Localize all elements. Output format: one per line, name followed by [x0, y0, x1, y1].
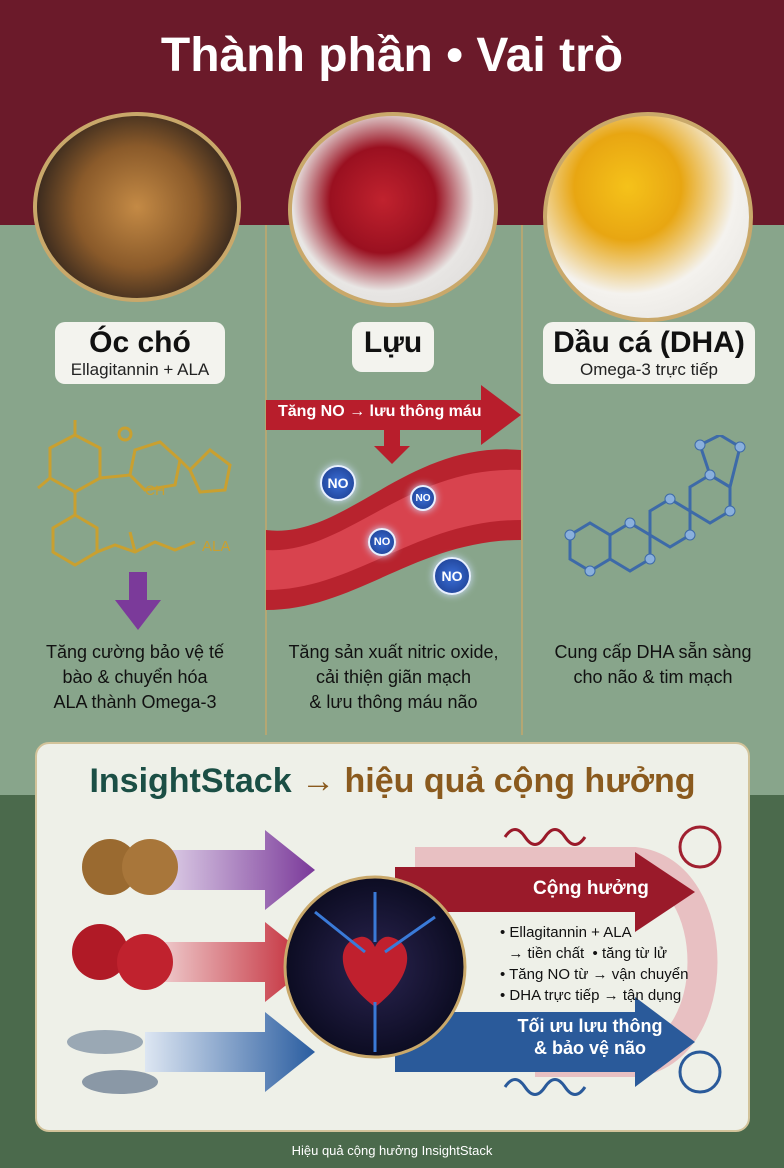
pomegranate-label: Lựu [352, 322, 434, 372]
ingredient-subtitle: Ellagitannin + ALA [70, 360, 210, 379]
synergy-diagram [67, 825, 722, 1096]
pomegranate-description: Tăng sản xuất nitric oxide, cải thiện gi… [266, 640, 521, 715]
wave-icon [503, 1078, 587, 1096]
desc-line: Tăng sản xuất nitric oxide, [288, 642, 499, 662]
no-badge: NO [320, 465, 356, 501]
bullet: → tiền chất • tăng từ lử [500, 945, 668, 962]
bullet: • Tăng NO từ → vận chuyển [500, 966, 689, 983]
desc-line: Cung cấp DHA sẵn sàng [554, 642, 752, 662]
mitochondria-icon [678, 1050, 722, 1094]
brand-name: InsightStack [89, 762, 292, 800]
column-divider [521, 225, 523, 735]
desc-line: bào & chuyển hóa [62, 667, 208, 687]
desc-line: Tăng cường bảo vệ tế [46, 642, 224, 662]
down-arrow-icon [115, 572, 161, 630]
pomegranate-flow-arrow [145, 922, 315, 1002]
fish-oil-label: Dầu cá (DHA) Omega-3 trực tiếp [543, 322, 755, 384]
dha-molecule-icon [564, 435, 746, 577]
synergy-bullets: • Ellagitannin + ALA → tiền chất • tăng … [500, 922, 688, 1006]
caption: Hiệu quả cộng hưởng InsightStack [291, 1143, 493, 1158]
ala-molecule-icon: ALA CH [37, 420, 232, 567]
no-badge: NO [368, 528, 396, 556]
panel-subtitle: hiệu quả cộng hưởng [344, 762, 696, 800]
walnut-label: Óc chó Ellagitannin + ALA [55, 322, 225, 384]
wave-icon [503, 828, 587, 846]
column-divider [265, 225, 267, 735]
desc-line: & lưu thông máu não [309, 692, 478, 712]
outcome-label: Tối ưu lưu thông & bảo vệ não [505, 1015, 675, 1059]
resonance-label: Cộng hưởng [533, 878, 649, 899]
outcome-arrow [395, 997, 695, 1087]
molecule-label: CH [145, 482, 165, 498]
pomegranate-image [288, 112, 498, 307]
ingredient-name: Lựu [363, 326, 423, 359]
molecule-label: ALA [202, 538, 230, 555]
desc-line: cải thiện giãn mạch [315, 667, 472, 687]
fish-flow-arrow [145, 1012, 315, 1092]
outcome-line: Tối ưu lưu thông [517, 1016, 663, 1036]
walnut-description: Tăng cường bảo vệ tế bào & chuyển hóa AL… [20, 640, 250, 715]
no-arrow-label: Tăng NO → lưu thông máu [278, 403, 482, 420]
walnut-flow-arrow [145, 830, 315, 910]
blood-vessel-icon [266, 385, 521, 610]
no-badge: NO [433, 557, 471, 595]
bullet: • DHA trực tiếp → tận dụng [500, 987, 682, 1004]
walnut-image [33, 112, 241, 302]
desc-line: cho não & tim mạch [573, 667, 733, 687]
outcome-line: & bảo vệ não [533, 1038, 647, 1058]
brain-icon [678, 825, 722, 869]
no-badge: NO [410, 485, 436, 511]
ingredient-name: Dầu cá (DHA) [553, 326, 745, 359]
fish-oil-description: Cung cấp DHA sẵn sàng cho não & tim mạch [522, 640, 784, 690]
title-arrow: → [301, 762, 336, 800]
ingredient-name: Óc chó [89, 326, 191, 359]
page-title: Thành phần • Vai trò [160, 29, 624, 82]
resonance-arrow [395, 852, 695, 932]
desc-line: ALA thành Omega-3 [53, 692, 217, 712]
fish-oil-image [543, 112, 753, 322]
panel-title: InsightStack → hiệu quả cộng hưởng [37, 762, 748, 801]
bullet: • Ellagitannin + ALA [500, 924, 632, 941]
ingredient-subtitle: Omega-3 trực tiếp [580, 360, 718, 379]
